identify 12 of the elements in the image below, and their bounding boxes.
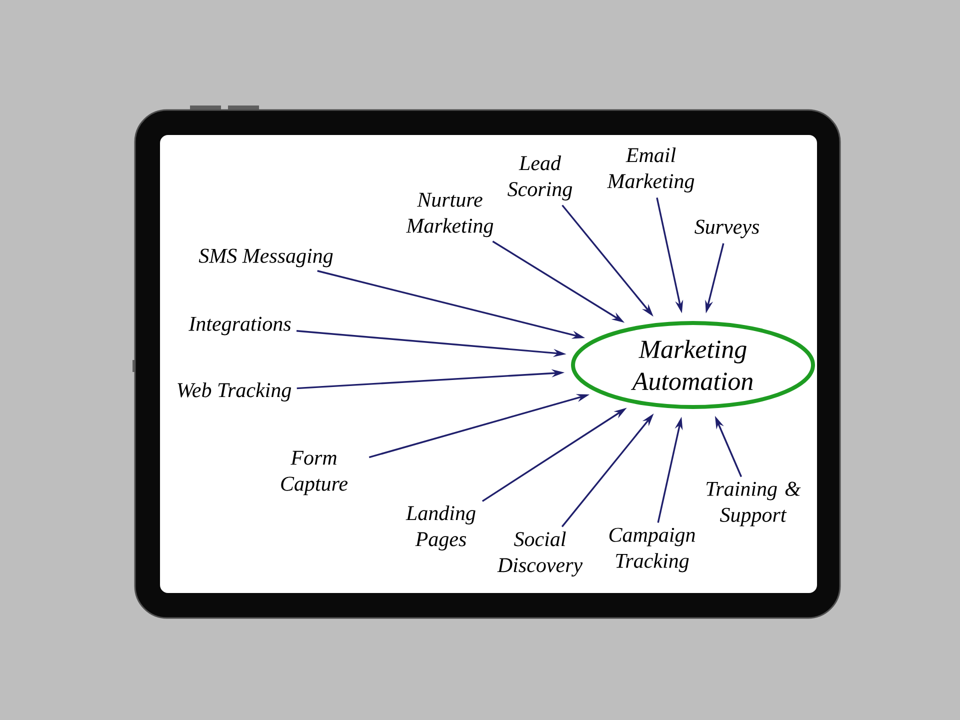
node-label: Training & Support [706, 482, 801, 526]
node-label: Campaign Tracking [609, 528, 695, 572]
node-label: Integrations [188, 316, 291, 336]
node-label: Surveys [694, 220, 760, 238]
node-label: Form Capture [281, 450, 348, 496]
node-label: Email Marketing [607, 147, 694, 193]
node-label: Landing Pages [406, 505, 476, 551]
node-label: SMS Messaging [198, 248, 333, 268]
node-label: Nurture Marketing [406, 192, 494, 238]
node-label: Web Tracking [178, 382, 292, 402]
node-label: Social Discovery [497, 531, 583, 577]
node-label: Lead Scoring [508, 155, 572, 201]
